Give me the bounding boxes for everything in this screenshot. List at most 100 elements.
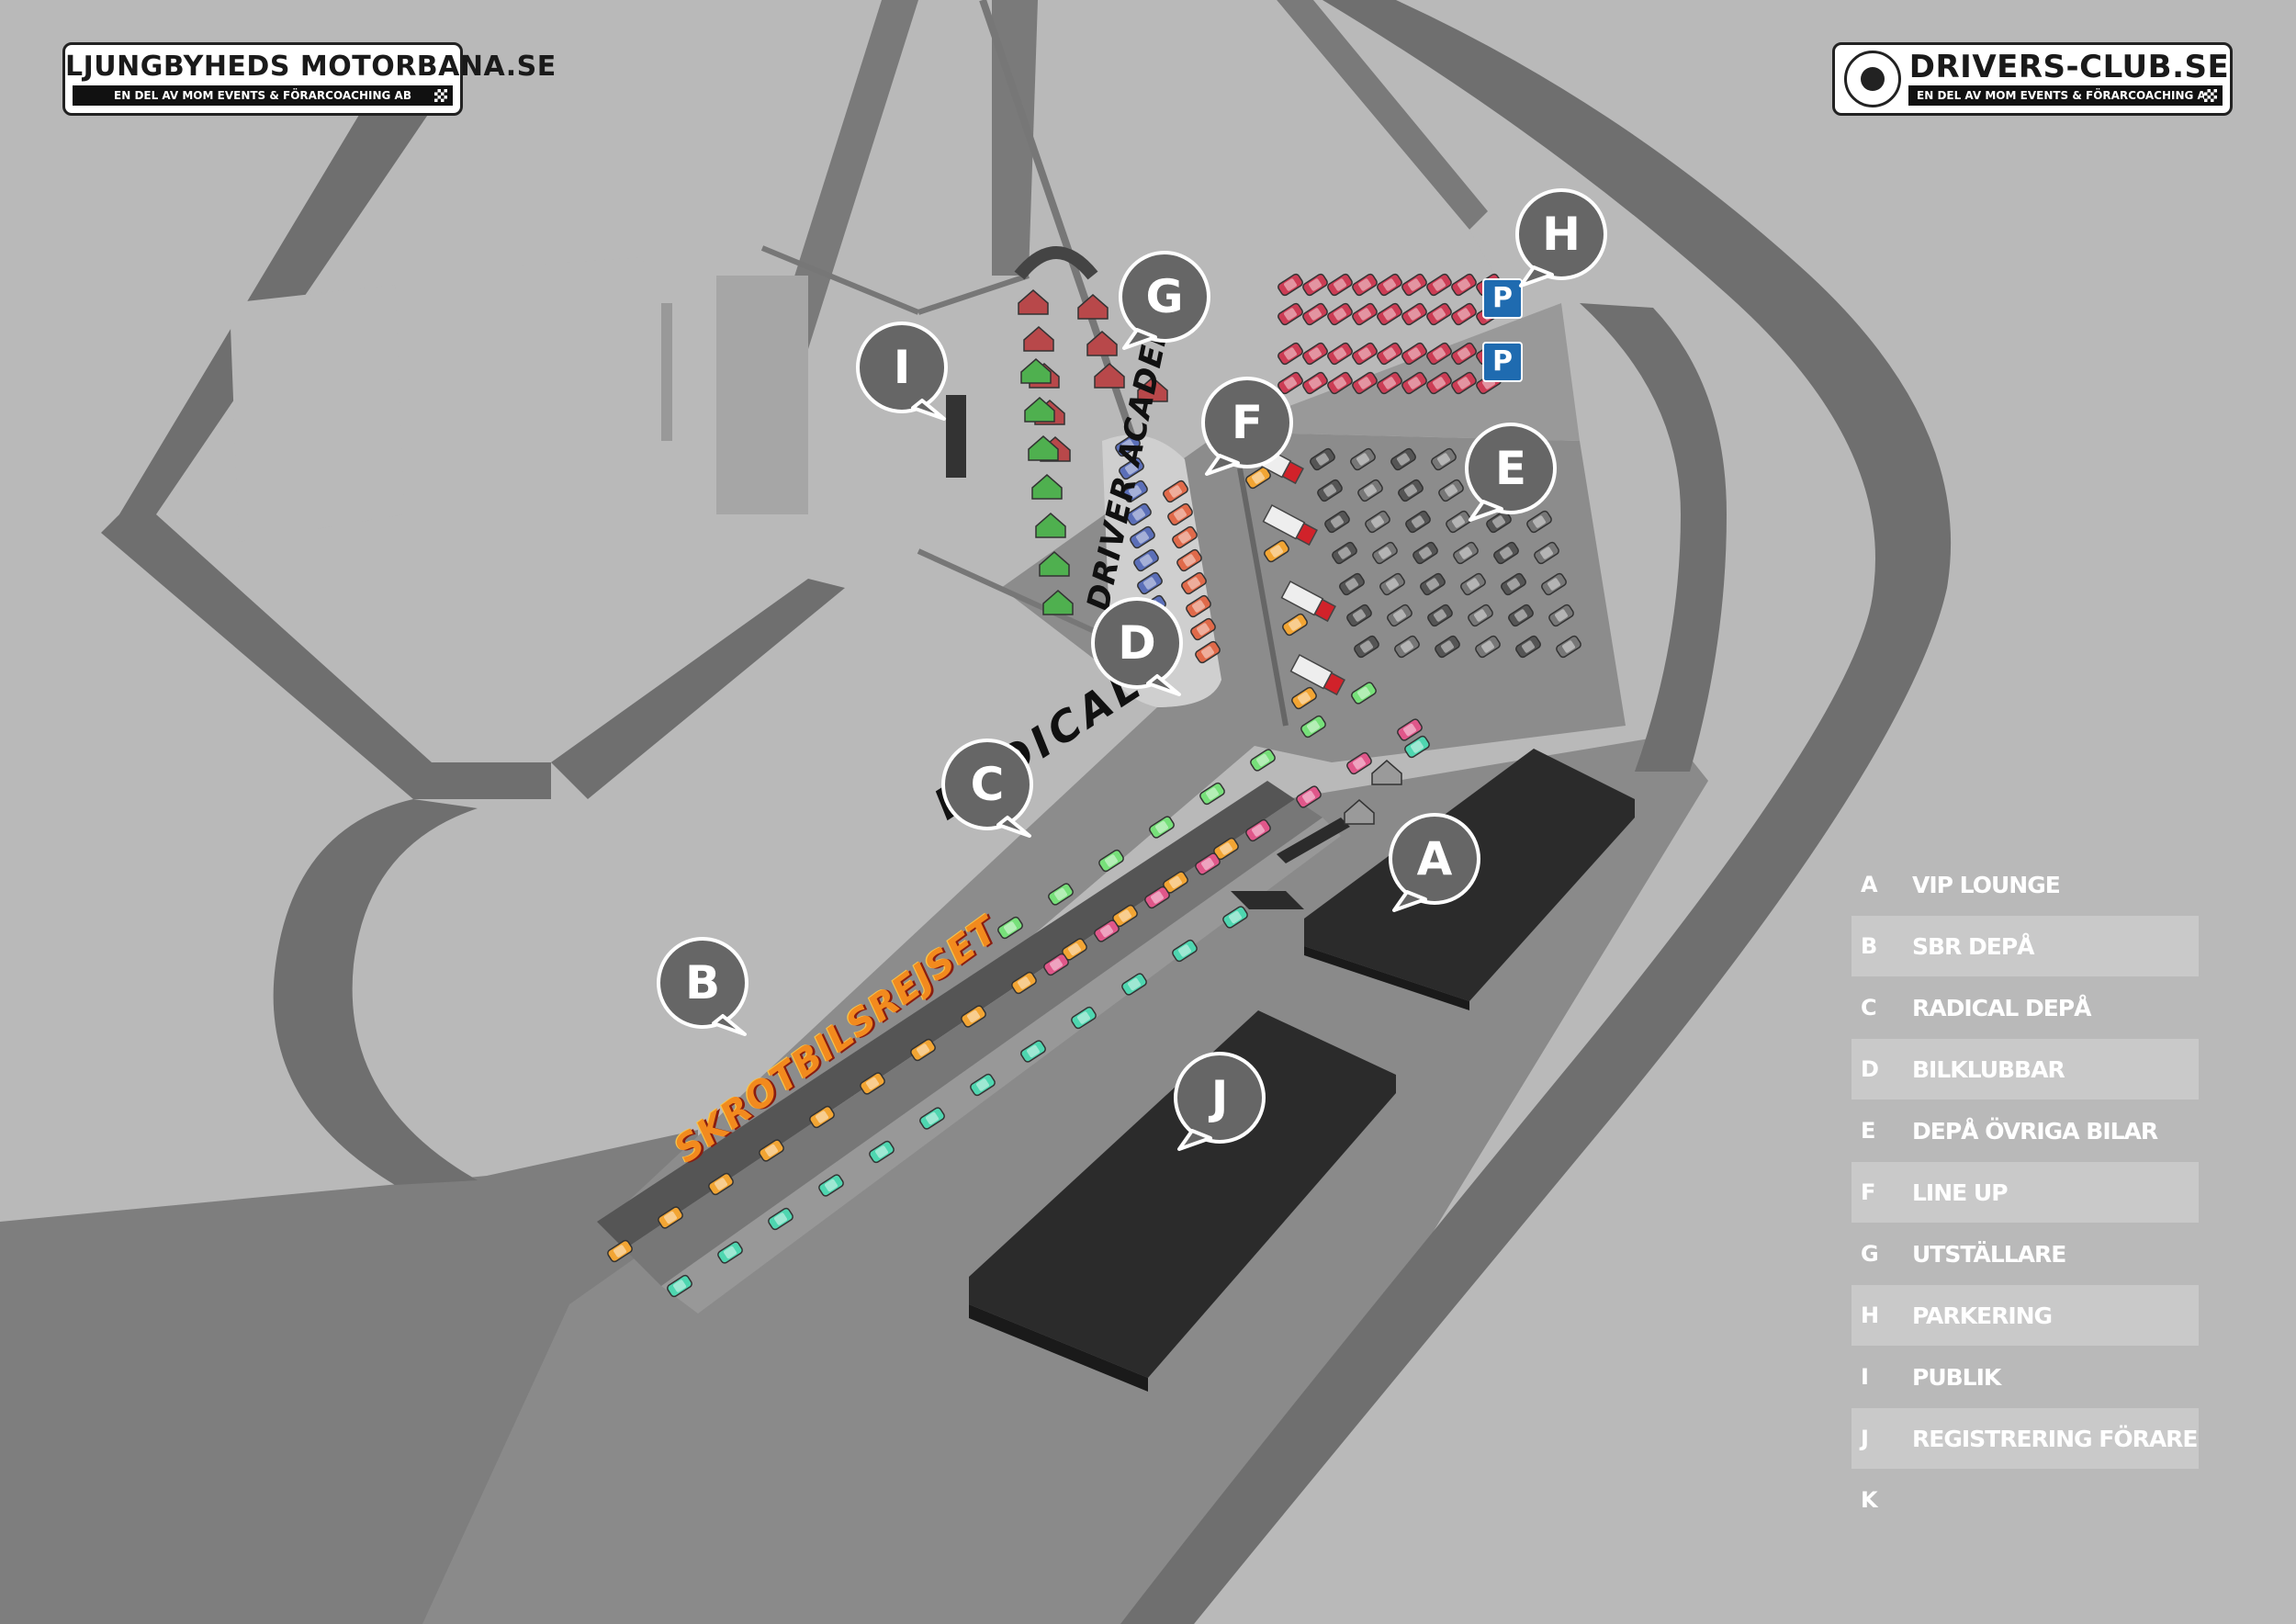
car-parking-122: [1401, 342, 1427, 366]
tent-red-0: [1018, 289, 1049, 315]
car-sbr-4: [809, 1105, 835, 1129]
pit-wall: [597, 781, 1295, 1249]
grass-island-2: [514, 257, 652, 551]
marker-e[interactable]: E: [1465, 423, 1560, 522]
logo-drivers-club: DRIVERS-CLUB.SE EN DEL AV MOM EVENTS & F…: [1832, 42, 2233, 116]
legend-letter: C: [1861, 995, 1877, 1021]
car-lineup-2: [1282, 613, 1308, 637]
car-paddock-81: [1339, 572, 1365, 596]
grass-strip-runway: [716, 276, 808, 514]
track-west-hairpin: [273, 799, 478, 1185]
car-parking-120: [1352, 342, 1378, 366]
marker-h[interactable]: H: [1515, 188, 1611, 288]
tent-green-3: [1031, 474, 1063, 500]
car-radical-26: [1048, 883, 1074, 906]
car-academy-47: [1137, 571, 1163, 595]
track-east-inner: [1580, 303, 1727, 772]
car-paddock-89: [1427, 603, 1453, 627]
car-radical-30: [1250, 749, 1276, 772]
legend-label: DEPÅ ÖVRIGA BILAR: [1912, 1117, 2158, 1145]
car-parking-133: [1451, 371, 1477, 395]
car-paddock-95: [1435, 635, 1460, 659]
car-radical-33: [1043, 953, 1069, 976]
car-parking-108: [1277, 302, 1303, 326]
marker-g[interactable]: G: [1119, 251, 1214, 350]
tent-red-8: [1137, 377, 1168, 402]
car-parking-131: [1401, 371, 1427, 395]
car-academy-51: [1172, 525, 1198, 549]
car-sbr-17: [869, 1140, 895, 1164]
tent-red-1: [1023, 326, 1054, 352]
car-parking-99: [1277, 273, 1303, 297]
car-sbr-6: [910, 1038, 936, 1062]
car-paddock-66: [1438, 479, 1464, 502]
building-registration-side: [969, 1304, 1148, 1392]
runway-marker: [661, 303, 672, 441]
car-paddock-96: [1475, 635, 1501, 659]
car-paddock-80: [1534, 541, 1559, 565]
legend-label: VIP LOUNGE: [1912, 871, 2061, 898]
car-parking-113: [1401, 302, 1427, 326]
legend-letter: B: [1861, 933, 1877, 959]
car-parking-124: [1451, 342, 1477, 366]
car-paddock-76: [1372, 541, 1398, 565]
car-sbr-8: [1011, 971, 1037, 995]
tent-green-0: [1020, 358, 1052, 384]
marker-j[interactable]: J: [1174, 1052, 1269, 1151]
car-radical-32: [1351, 682, 1377, 705]
asphalt-area-pit-road: [606, 707, 1267, 1222]
car-academy-43: [1122, 479, 1148, 503]
truck-2: [1280, 581, 1336, 623]
car-sbr-22: [1121, 973, 1147, 996]
car-sbr-7: [961, 1005, 986, 1028]
car-academy-53: [1181, 571, 1207, 595]
legend-letter: J: [1861, 1426, 1869, 1451]
car-paddock-92: [1548, 603, 1574, 627]
car-academy-55: [1190, 617, 1216, 641]
car-paddock-87: [1346, 603, 1372, 627]
marker-f[interactable]: F: [1201, 377, 1297, 476]
marker-c[interactable]: C: [941, 739, 1037, 838]
car-parking-112: [1377, 302, 1402, 326]
car-academy-46: [1133, 548, 1159, 572]
car-parking-117: [1277, 342, 1303, 366]
car-academy-50: [1167, 502, 1193, 526]
marker-d[interactable]: D: [1091, 597, 1187, 696]
car-parking-130: [1377, 371, 1402, 395]
car-parking-105: [1426, 273, 1452, 297]
car-sbr-16: [818, 1174, 844, 1197]
car-sbr-0: [607, 1239, 633, 1263]
car-radical-40: [1397, 718, 1423, 741]
legend-label: BILKLUBBAR: [1912, 1055, 2065, 1083]
car-paddock-63: [1317, 479, 1343, 502]
marker-i[interactable]: I: [856, 321, 951, 421]
car-sbr-24: [1222, 906, 1248, 929]
car-parking-109: [1302, 302, 1328, 326]
car-sbr-1: [658, 1206, 683, 1229]
car-radical-29: [1199, 782, 1225, 806]
car-sbr-18: [919, 1107, 945, 1130]
car-paddock-84: [1460, 572, 1486, 596]
car-paddock-58: [1350, 447, 1376, 471]
car-parking-123: [1426, 342, 1452, 366]
car-parking-118: [1302, 342, 1328, 366]
car-paddock-83: [1420, 572, 1446, 596]
car-paddock-88: [1387, 603, 1412, 627]
car-parking-114: [1426, 302, 1452, 326]
marker-a[interactable]: A: [1389, 813, 1484, 912]
grass-north: [1111, 0, 1506, 294]
car-sbr-19: [970, 1073, 996, 1097]
legend-letter: F: [1861, 1179, 1875, 1205]
marker-b[interactable]: B: [657, 937, 752, 1036]
legend-row-k: K: [1851, 1470, 2199, 1530]
car-radical-37: [1245, 818, 1271, 842]
legend-letter: H: [1861, 1303, 1879, 1328]
car-sbr-9: [1062, 938, 1087, 961]
divider-line-4: [917, 273, 1030, 315]
tents-group: [1018, 289, 1402, 825]
